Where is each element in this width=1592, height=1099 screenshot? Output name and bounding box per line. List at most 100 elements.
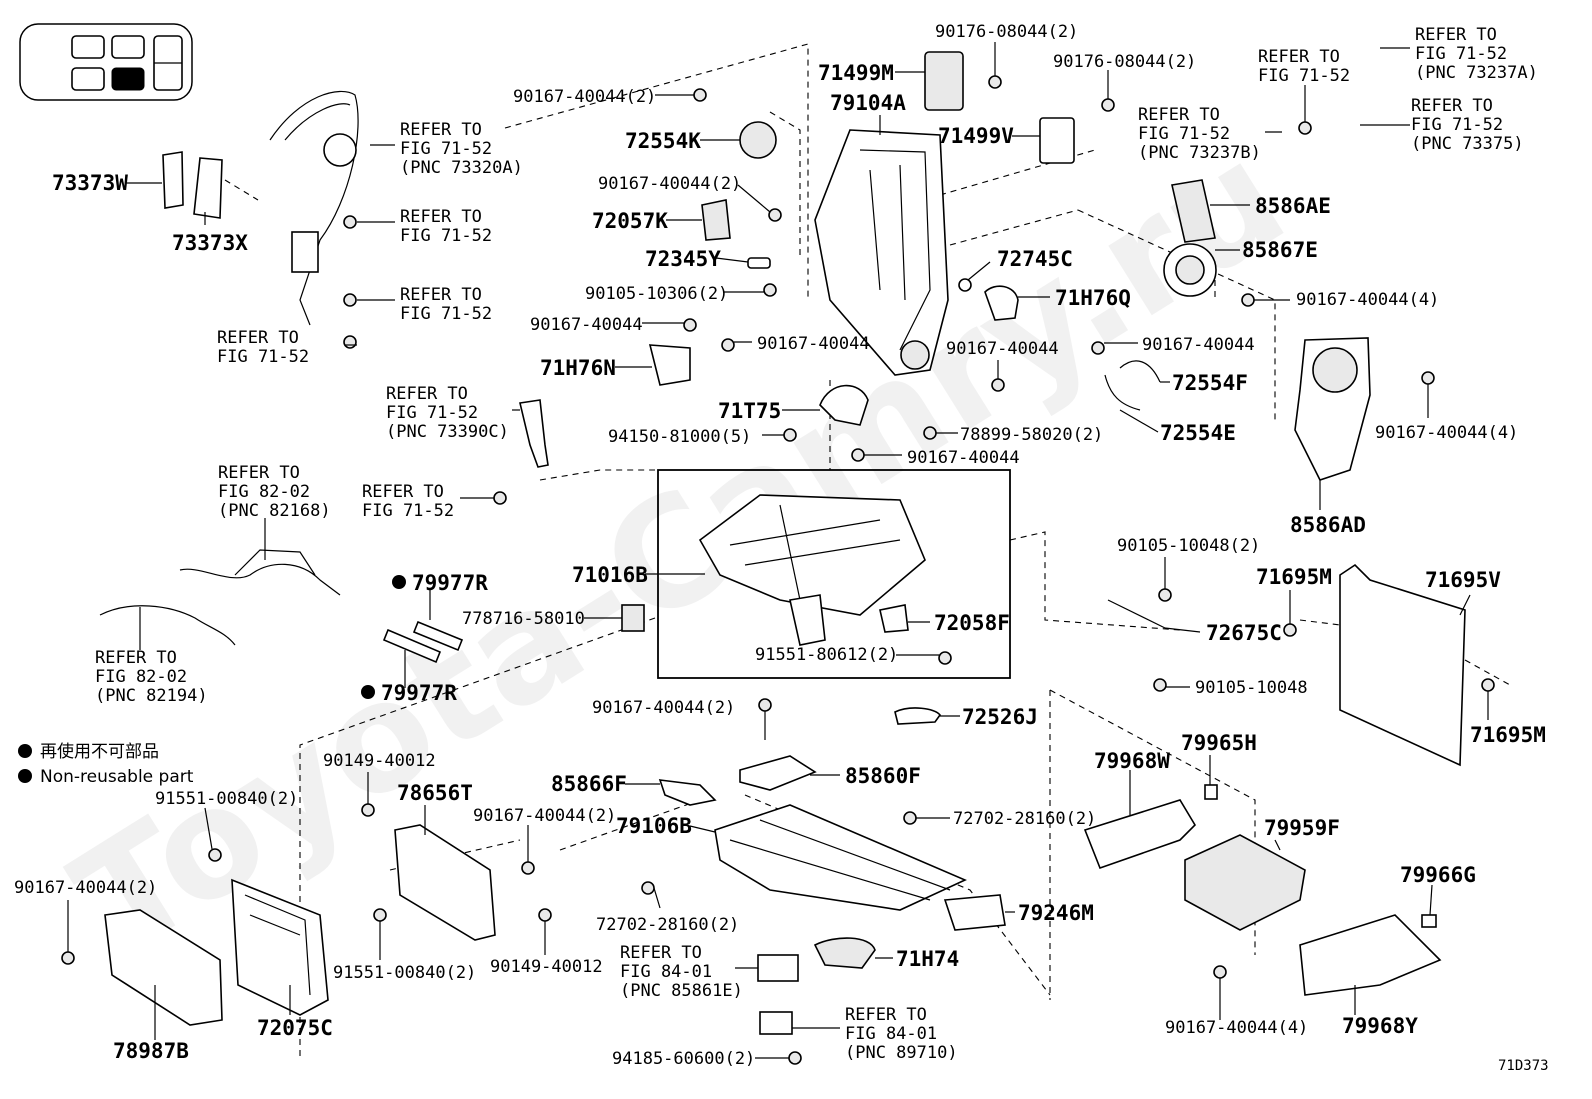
refer-71-52-a-line2: FIG 71-52 [400,226,492,246]
part-85860F: 85860F [845,764,921,788]
non-reusable-marker-79977R-a [392,575,406,589]
refer-73237A-line1: REFER TO [1415,25,1497,45]
label-90176-08044-2-b: 90176-08044(2) [1053,52,1196,72]
assembly-lines [224,43,1511,1060]
label-90167-40044-a: 90167-40044 [530,315,643,335]
part-72675C: 72675C [1206,621,1282,645]
label-90167-40044-c: 90167-40044 [946,339,1059,359]
legend: 再使用不可部品 Non-reusable part [40,741,194,787]
refer-82168-line2: FIG 82-02 [218,482,310,502]
legend-marker-en [18,769,32,783]
part-85866F: 85866F [551,772,627,796]
part-79977R-a: 79977R [412,571,488,595]
legend-text-jp: 再使用不可部品 [40,741,159,762]
part-79977R-b: 79977R [381,681,457,705]
label-72702-28160-2-a: 72702-28160(2) [953,809,1096,829]
part-72345Y: 72345Y [645,247,721,271]
part-72554F: 72554F [1172,371,1248,395]
label-90167-40044-d: 90167-40044 [1142,335,1255,355]
non-reusable-marker-79977R-b [361,685,375,699]
label-90167-40044-4-a: 90167-40044(4) [1296,290,1439,310]
refer-89710-line2: FIG 84-01 [845,1024,937,1044]
refer-82194-line3: (PNC 82194) [95,686,208,706]
refer-73320A-line2: FIG 71-52 [400,139,492,159]
label-91551-00840-2-b: 91551-00840(2) [333,963,476,983]
label-90149-40012-a: 90149-40012 [323,751,436,771]
label-90167-40044-2-c: 90167-40044(2) [473,806,616,826]
part-73373X: 73373X [172,231,248,255]
refer-73320A-line3: (PNC 73320A) [400,158,523,178]
part-73373W: 73373W [52,171,128,195]
part-85867E: 85867E [1242,238,1318,262]
refer-89710-line1: REFER TO [845,1005,927,1025]
part-71H76N: 71H76N [540,356,616,380]
part-71T75: 71T75 [718,399,781,423]
part-78987B: 78987B [113,1039,189,1063]
part-79968W: 79968W [1094,749,1170,773]
refer-top-right-line1: REFER TO [1258,47,1340,67]
refer-73390C-line1: REFER TO [386,384,468,404]
part-72554K: 72554K [625,129,701,153]
refer-85861E-line3: (PNC 85861E) [620,981,743,1001]
part-72554E: 72554E [1160,421,1236,445]
refer-73237B-line2: FIG 71-52 [1138,124,1230,144]
refer-82194-line2: FIG 82-02 [95,667,187,687]
refer-82194-line1: REFER TO [95,648,177,668]
part-72058F: 72058F [934,611,1010,635]
label-90105-10048: 90105-10048 [1195,678,1308,698]
label-90167-40044-4-c: 90167-40044(4) [1165,1018,1308,1038]
label-90105-10048-2: 90105-10048(2) [1117,536,1260,556]
label-78899-58020-2: 78899-58020(2) [960,425,1103,445]
part-71695V: 71695V [1425,568,1501,592]
refer-71-52-b-line2: FIG 71-52 [400,304,492,324]
diagram-reference-number: 71D373 [1498,1058,1549,1074]
part-72526J: 72526J [962,705,1038,729]
refer-73237A-line2: FIG 71-52 [1415,44,1507,64]
part-71499V: 71499V [938,124,1014,148]
refer-73237B-line1: REFER TO [1138,105,1220,125]
part-71016B: 71016B [572,563,648,587]
label-90176-08044-2-a: 90176-08044(2) [935,22,1078,42]
label-90167-40044-2-top: 90167-40044(2) [513,87,656,107]
part-72057K: 72057K [592,209,668,233]
refer-73375-line2: FIG 71-52 [1411,115,1503,135]
refer-73375-line1: REFER TO [1411,96,1493,116]
part-79966G: 79966G [1400,863,1476,887]
refer-73237B-line3: (PNC 73237B) [1138,143,1261,163]
part-71H74: 71H74 [896,947,959,971]
refer-71-52-d-line1: REFER TO [362,482,444,502]
refer-71-52-b-line1: REFER TO [400,285,482,305]
label-90105-10306-2: 90105-10306(2) [585,284,728,304]
label-90149-40012-b: 90149-40012 [490,957,603,977]
part-71695M-b: 71695M [1470,723,1546,747]
refer-85861E-line2: FIG 84-01 [620,962,712,982]
refer-89710-line3: (PNC 89710) [845,1043,958,1063]
refer-71-52-c-line1: REFER TO [217,328,299,348]
part-79968Y: 79968Y [1342,1014,1418,1038]
leader-lines [67,42,1489,1059]
part-79106B: 79106B [616,814,692,838]
legend-text-en: Non-reusable part [40,767,194,787]
refer-82168-line1: REFER TO [218,463,300,483]
part-8586AE: 8586AE [1255,194,1331,218]
part-79965H: 79965H [1181,731,1257,755]
refer-71-52-d-line2: FIG 71-52 [362,501,454,521]
part-72075C: 72075C [257,1016,333,1040]
part-79104A: 79104A [830,91,906,115]
label-91551-00840-2-a: 91551-00840(2) [155,789,298,809]
seat-location-key [19,23,193,101]
refer-73320A-line1: REFER TO [400,120,482,140]
refer-73237A-line3: (PNC 73237A) [1415,63,1538,83]
label-90167-40044-4-b: 90167-40044(4) [1375,423,1518,443]
refer-73390C-line3: (PNC 73390C) [386,422,509,442]
part-72745C: 72745C [997,247,1073,271]
label-94150-81000-5: 94150-81000(5) [608,427,751,447]
label-94185-60600-2: 94185-60600(2) [612,1049,755,1069]
refer-71-52-a-line1: REFER TO [400,207,482,227]
refer-71-52-c-line2: FIG 71-52 [217,347,309,367]
label-90167-40044-2-low: 90167-40044(2) [592,698,735,718]
label-778716-58010: 778716-58010 [462,609,585,629]
refer-73375-line3: (PNC 73375) [1411,134,1524,154]
label-72702-28160-2-b: 72702-28160(2) [596,915,739,935]
